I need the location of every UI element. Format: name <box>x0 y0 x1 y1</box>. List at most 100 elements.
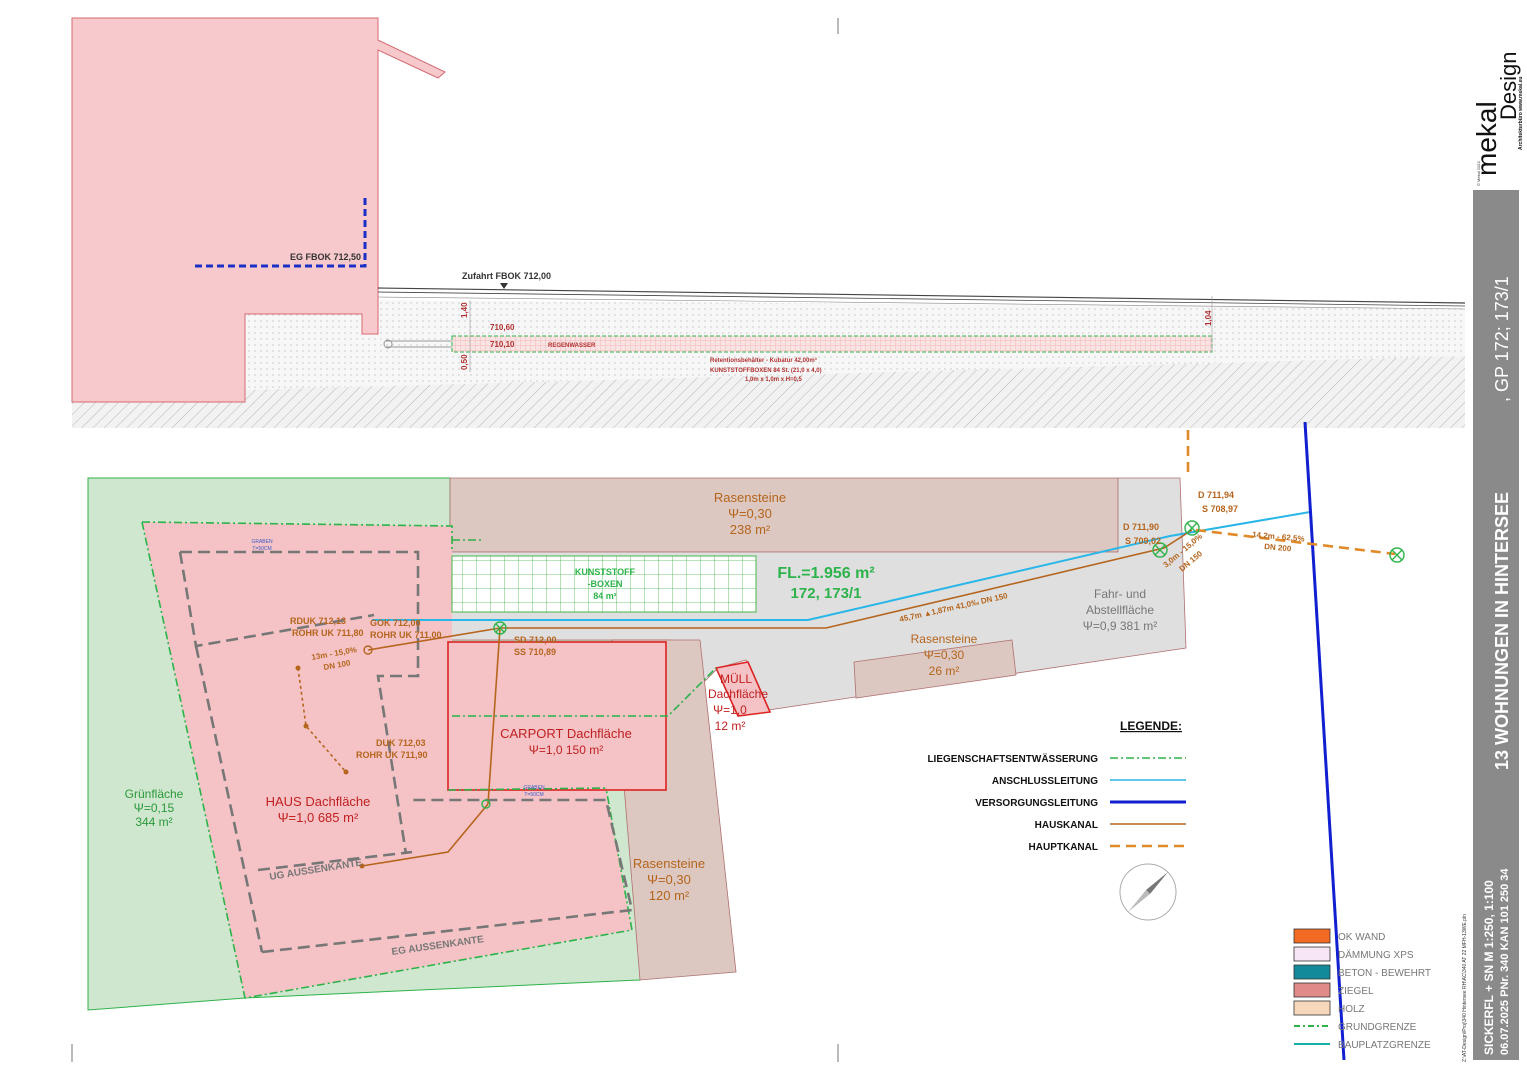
graben-label-2b: T=50CM <box>524 792 543 798</box>
rasen-top-psi: Ψ=0,30 <box>728 506 772 521</box>
legend-item-label: ANSCHLUSSLEITUNG <box>992 776 1098 787</box>
d-left-1: D 711,90 <box>1123 522 1159 532</box>
copyright: © Mekal 2024 <box>1476 160 1481 186</box>
regenwasser-label: REGENWASSER <box>548 343 596 349</box>
total-area-label: FL.=1.956 m² <box>777 565 874 582</box>
hauptkanal <box>1195 528 1396 556</box>
pipe-main-1: 14,2m - 62,5% <box>1252 530 1305 544</box>
dim-104: 1,04 <box>1204 310 1213 326</box>
retention-text-1: Retentionsbehälter - Kubatur 42,00m³ <box>710 357 817 364</box>
graben-label-1: GRABEN <box>251 539 273 545</box>
muell-label-3: Ψ=1,0 <box>713 703 747 717</box>
haus-dach-area <box>142 522 632 998</box>
haus-label-1: HAUS Dachfläche <box>266 794 371 809</box>
title-bar <box>1473 190 1519 1060</box>
graben-label-1b: T=50CM <box>252 546 271 552</box>
muell-area <box>714 661 772 717</box>
d-right-2: S 708,97 <box>1202 504 1238 514</box>
rasen-top-name: Rasensteine <box>714 490 786 505</box>
fahr-label-3: Ψ=0,9 381 m² <box>1083 619 1157 633</box>
rasen-mid-psi: Ψ=0,30 <box>924 648 965 662</box>
project-gp: , GP 172; 173/1 <box>1492 276 1512 402</box>
material-label: GRUNDGRENZE <box>1338 1022 1417 1033</box>
muell-label-2: Dachfläche <box>708 687 768 701</box>
legend-item-label: VERSORGUNGSLEITUNG <box>975 798 1098 809</box>
pipe-main-2: DN 200 <box>1264 542 1292 553</box>
eg-fbok-label: EG FBOK 712,50 <box>290 252 361 262</box>
manhole-icon <box>363 520 1405 809</box>
anschlussleitung <box>372 511 1311 621</box>
sd-2: SS 710,89 <box>514 647 556 657</box>
legend-item-label: HAUPTKANAL <box>1029 842 1098 853</box>
fahr-label-2: Abstellfläche <box>1086 603 1154 617</box>
gruen-label-3: 344 m² <box>135 815 172 829</box>
site-plan: Rasensteine Ψ=0,30 238 m² KUNSTSTOFF -BO… <box>87 421 1405 1061</box>
rasen-bot-psi: Ψ=0,30 <box>647 872 691 887</box>
muell-label-1: MÜLL <box>720 672 752 686</box>
gok-2: ROHR UK 711,00 <box>370 630 442 640</box>
material-label: BETON - BEWEHRT <box>1338 968 1431 979</box>
level-71060: 710,60 <box>490 323 515 332</box>
kunststoff-boxen-plan <box>451 555 757 613</box>
title-block: mekal Design Architekturbüro www.mekal.e… <box>1462 52 1524 1062</box>
material-label: ZIEGEL <box>1338 986 1374 997</box>
legend-title: LEGENDE: <box>1120 719 1182 733</box>
rasen-top-area-label: 238 m² <box>730 522 771 537</box>
muell-label-4: 12 m² <box>715 719 746 733</box>
carport-label-1: CARPORT Dachfläche <box>500 726 632 741</box>
retention-text-2: KUNSTSTOFFBOXEN 84 St. (21,0 x 4,0) <box>710 368 822 374</box>
plan-line-2: 06.07.2025 PNr. 340 KAN 101 250 34 <box>1499 868 1511 1055</box>
material-label: BAUPLATZGRENZE <box>1338 1040 1431 1051</box>
duk-1: DUK 712,03 <box>376 738 426 748</box>
material-swatch <box>1293 946 1331 962</box>
rasen-bot-area-label: 120 m² <box>649 888 690 903</box>
hauskanal <box>297 529 1193 867</box>
haus-label-2: Ψ=1,0 685 m² <box>278 810 359 825</box>
d-right-1: D 711,94 <box>1198 490 1234 500</box>
rduk-1: RDUK 712,13 <box>290 616 346 626</box>
carport-label-2: Ψ=1,0 150 m² <box>529 743 603 757</box>
gok-1: GOK 712,00 <box>370 618 421 628</box>
zufahrt-label: Zufahrt FBOK 712,00 <box>462 271 551 281</box>
retention-text-3: 1,0m x 1,0m x H=0,5 <box>745 377 803 383</box>
rasen-mid-area-label: 26 m² <box>929 664 960 678</box>
rasen-mid-area <box>853 639 1017 699</box>
gruen-label-1: Grünfläche <box>125 787 184 801</box>
legend-item-label: LIEGENSCHAFTSENTWÄSSERUNG <box>927 752 1098 765</box>
duk-2: ROHR UK 711,90 <box>356 750 428 760</box>
existing-building-section <box>71 17 446 403</box>
brand-b: Design <box>1496 52 1521 120</box>
gp-label: 172, 173/1 <box>791 585 862 602</box>
legend-item-label: HAUSKANAL <box>1035 820 1098 831</box>
brand-a: mekal <box>1471 101 1502 176</box>
file-path: Z:\AT-Design\Proj\340 Hintersee RH\AC\34… <box>1462 914 1468 1062</box>
kunststoff-label-2: -BOXEN <box>587 579 622 589</box>
project-title: 13 WOHNUNGEN IN HINTERSEE <box>1492 492 1512 770</box>
section-view: EG FBOK 712,50 Zufahrt FBOK 712,00 1,40 … <box>71 17 1466 428</box>
eg-dashed-line <box>195 196 367 268</box>
rasen-mid-name: Rasensteine <box>911 632 978 646</box>
sd-1: SD 712,00 <box>514 635 557 645</box>
d-left-2: S 709,02 <box>1125 536 1161 546</box>
dim-140: 1,40 <box>460 302 469 318</box>
material-swatch <box>1293 982 1331 998</box>
brand-sub: Architekturbüro www.mekal.eu <box>1518 77 1524 150</box>
level-71010: 710,10 <box>490 340 515 349</box>
fahr-label-1: Fahr- und <box>1094 587 1146 601</box>
legend: LEGENDE: LIEGENSCHAFTSENTWÄSSERUNG ANSCHL… <box>927 719 1186 853</box>
north-arrow-icon <box>1119 863 1177 921</box>
material-label: DÄMMUNG XPS <box>1338 949 1414 961</box>
rduk-2: ROHR UK 711,80 <box>292 628 364 638</box>
plan-line-1: SICKERFL + SN M 1:250, 1:100 <box>1482 880 1496 1055</box>
material-label: OK WAND <box>1338 932 1385 943</box>
dim-050: 0,50 <box>460 354 469 370</box>
mekal-logo: mekal Design Architekturbüro www.mekal.e… <box>1471 52 1524 186</box>
material-swatch <box>1293 964 1331 980</box>
rasen-bot-name: Rasensteine <box>633 856 705 871</box>
ground-hatch-right <box>245 356 1465 428</box>
material-swatch <box>1293 928 1331 944</box>
kunststoff-label-1: KUNSTSTOFF <box>575 567 636 577</box>
graben-label-2: GRABEN <box>523 785 545 791</box>
